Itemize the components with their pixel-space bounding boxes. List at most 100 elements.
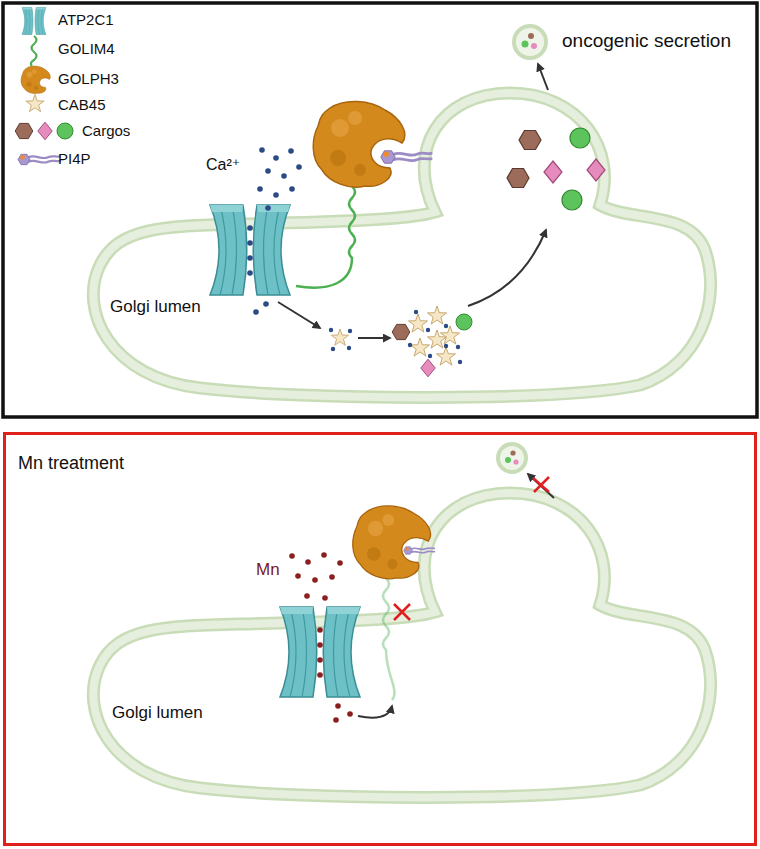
- cab45-icon: [26, 95, 44, 112]
- atp2c1-icon: [22, 7, 46, 34]
- ion: [444, 344, 448, 348]
- golim4-icon: [31, 36, 37, 66]
- ion: [333, 717, 339, 723]
- secretion-arrow: [538, 64, 548, 90]
- cargo: [519, 131, 541, 150]
- ion: [329, 328, 333, 332]
- ion: [247, 270, 253, 276]
- ion: [408, 343, 412, 347]
- cab45-protein: [440, 326, 459, 344]
- vesicle: [514, 26, 546, 58]
- ion: [347, 346, 351, 350]
- ion: [265, 168, 271, 174]
- treatment-panel: Mn treatmentGolgi lumen: [3, 432, 757, 846]
- legend-label: CAB45: [58, 96, 106, 113]
- annotation-label: oncogenic secretion: [562, 30, 731, 52]
- membrane: [93, 493, 710, 797]
- vesicle-cargo: [513, 459, 518, 464]
- block-cross: [533, 477, 549, 492]
- ion: [265, 205, 271, 211]
- ion: [456, 345, 460, 349]
- flow-arrow: [278, 302, 320, 328]
- vesicle-cargo: [531, 43, 537, 49]
- vesicle-cargo: [528, 33, 534, 39]
- golph3-protein: [353, 506, 431, 579]
- ion: [288, 148, 294, 154]
- ion: [321, 552, 327, 558]
- golph3-icon: [21, 66, 50, 93]
- cargo: [421, 359, 435, 377]
- cab45-protein: [427, 306, 446, 324]
- cargo-icon: [57, 123, 73, 139]
- ion: [426, 328, 430, 332]
- ion: [247, 225, 253, 231]
- panel-frame: [3, 3, 757, 417]
- golim4-chain: [383, 578, 394, 700]
- region-label: Golgi lumen: [110, 297, 201, 317]
- ion: [317, 672, 323, 678]
- ion: [458, 360, 462, 364]
- cab45-protein: [410, 338, 429, 356]
- ion: [257, 186, 263, 192]
- ion: [414, 310, 418, 314]
- ion: [428, 354, 432, 358]
- golim4-chain: [296, 186, 355, 288]
- ion: [317, 657, 323, 663]
- ion: [273, 155, 279, 161]
- cargo: [544, 161, 562, 183]
- ion-label: Ca²⁺: [206, 156, 240, 174]
- ion: [317, 642, 323, 648]
- pi4p-icon: [18, 154, 60, 164]
- region-label: Golgi lumen: [112, 703, 203, 723]
- membrane: [93, 493, 710, 797]
- ion: [253, 309, 259, 315]
- cab45-protein: [331, 329, 348, 345]
- ion: [337, 560, 343, 566]
- cargo: [562, 190, 582, 210]
- vesicle-cargo: [522, 41, 529, 48]
- ion: [247, 255, 253, 261]
- ion: [335, 703, 341, 709]
- ion: [305, 559, 311, 565]
- legend-label: ATP2C1: [58, 11, 114, 28]
- cargo: [392, 324, 410, 339]
- vesicle-cargo: [510, 450, 515, 455]
- ion: [329, 574, 335, 580]
- ion: [304, 593, 310, 599]
- ion: [347, 711, 353, 717]
- ion: [317, 627, 323, 633]
- membrane: [93, 93, 710, 397]
- legend-label: Cargos: [82, 122, 130, 139]
- cargo: [456, 314, 472, 330]
- ion: [281, 173, 287, 179]
- ion-label: Mn: [256, 560, 280, 580]
- legend-label: GOLIM4: [58, 40, 115, 57]
- calcium-ions: [247, 147, 302, 315]
- cab45-protein: [427, 330, 446, 348]
- flow-arrow: [468, 230, 546, 306]
- ion: [444, 324, 448, 328]
- ion: [289, 553, 295, 559]
- ion: [312, 577, 318, 583]
- ion: [273, 192, 279, 198]
- cargo-icon: [15, 123, 33, 138]
- legend-label: GOLPH3: [58, 70, 119, 87]
- membrane: [93, 93, 710, 397]
- ion: [322, 595, 328, 601]
- ion: [348, 329, 352, 333]
- panel-title: Mn treatment: [18, 453, 124, 474]
- golph3-protein: [313, 101, 405, 187]
- vesicle-cargo: [505, 457, 511, 463]
- cargo: [507, 169, 529, 188]
- ion: [296, 164, 302, 170]
- ion: [289, 186, 295, 192]
- legend-label: PI4P: [58, 150, 91, 167]
- binding-arrow: [358, 706, 392, 718]
- ion: [259, 147, 265, 153]
- ion: [263, 301, 269, 307]
- flow-arrow: [358, 337, 390, 339]
- cargo-icon: [38, 122, 52, 140]
- ion: [331, 347, 335, 351]
- cab45-protein: [436, 347, 455, 365]
